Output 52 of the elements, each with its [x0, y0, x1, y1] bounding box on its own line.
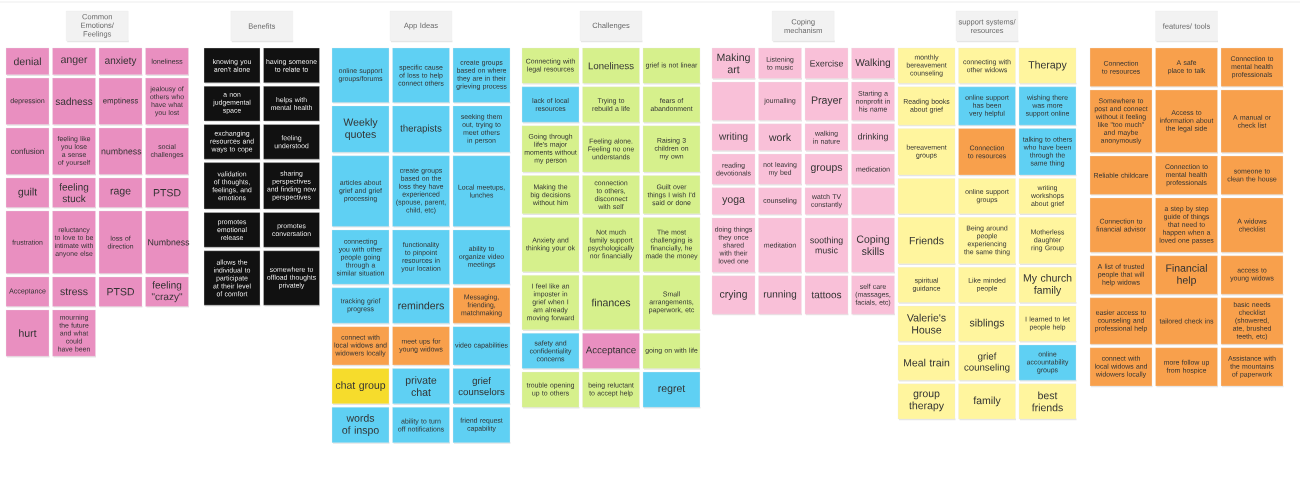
sticky-note: [711, 81, 756, 122]
sticky-note: reminders: [392, 287, 450, 325]
sticky-note: Acceptance: [582, 333, 640, 370]
sticky-note: feeling stuck: [52, 177, 96, 209]
sticky-note: Weekly quotes: [331, 105, 390, 154]
sticky-note: Financial help: [1155, 255, 1218, 296]
sticky-note: rage: [98, 177, 143, 209]
sticky-note: running: [758, 275, 802, 316]
sticky-note: drinking: [851, 123, 895, 152]
sticky-note: feeling "crazy": [145, 276, 189, 308]
sticky-note: work: [758, 123, 802, 152]
sticky-note: guilt: [5, 177, 50, 209]
sticky-note: Prayer: [804, 81, 849, 122]
sticky-note: chat group: [331, 368, 390, 405]
sticky-note: best friends: [1018, 383, 1077, 421]
sticky-note: anxiety: [98, 47, 143, 76]
sticky-note: Friends: [897, 217, 956, 265]
sticky-note: family: [958, 383, 1016, 421]
sticky-note: PTSD: [145, 177, 189, 209]
sticky-note: grief counseling: [958, 344, 1016, 382]
sticky-note: Loneliness: [582, 47, 640, 85]
sticky-note: My church family: [1018, 267, 1077, 304]
sticky-note: tattoos: [804, 275, 849, 316]
sticky-note: writing: [711, 123, 756, 152]
sticky-note: stress: [52, 276, 96, 308]
sticky-note: sadness: [52, 77, 96, 126]
sticky-note: words of inspo: [331, 407, 390, 444]
sticky-note: Meal train: [897, 344, 956, 382]
sticky-note: Coping skills: [851, 217, 895, 274]
sticky-note: yoga: [711, 187, 756, 216]
sticky-note: siblings: [958, 305, 1016, 343]
sticky-note: Valerie's House: [897, 305, 956, 343]
sticky-note: crying: [711, 275, 756, 316]
sticky-note: denial: [5, 47, 50, 76]
sticky-note: PTSD: [98, 276, 143, 308]
sticky-note: Walking: [851, 47, 895, 80]
sticky-note: [897, 178, 956, 215]
sticky-note: [851, 187, 895, 216]
sticky-note: Making art: [711, 47, 756, 80]
sticky-note: Exercise: [804, 47, 849, 80]
sticky-note: therapists: [392, 105, 450, 154]
sticky-note: private chat: [392, 368, 450, 405]
sticky-note: anger: [52, 47, 96, 76]
sticky-note: group therapy: [897, 383, 956, 421]
sticky-note: grief counselors: [452, 368, 511, 405]
sticky-note: hurt: [5, 309, 50, 358]
sticky-note: soothing music: [804, 217, 849, 274]
sticky-note: groups: [804, 153, 849, 186]
sticky-note: regret: [642, 371, 701, 409]
sticky-note: finances: [582, 275, 640, 331]
sticky-note: numbness: [98, 127, 143, 176]
sticky-note: Therapy: [1018, 47, 1077, 85]
